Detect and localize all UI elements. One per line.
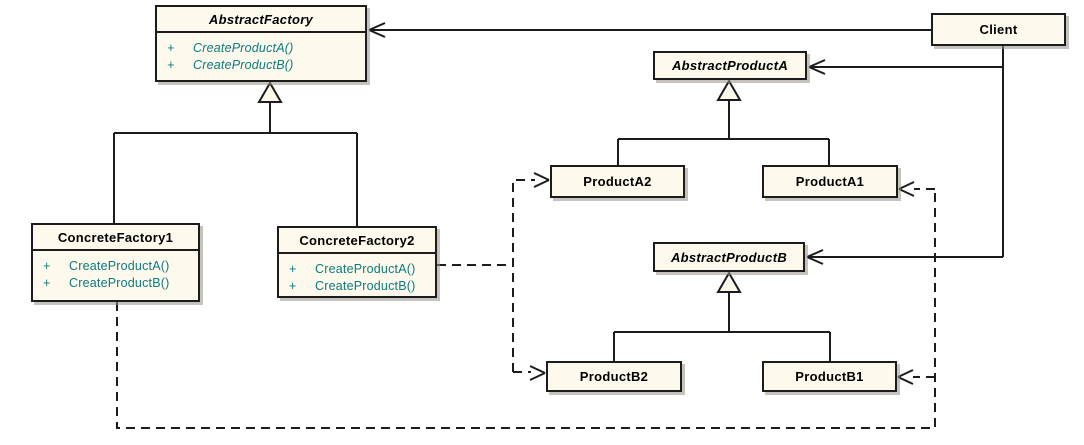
class-methods: + CreateProductA() + CreateProductB(): [33, 251, 198, 298]
class-productb1[interactable]: ProductB1: [762, 361, 897, 392]
visibility-public: +: [289, 279, 297, 293]
class-client[interactable]: Client: [931, 13, 1066, 46]
class-concretefactory2[interactable]: ConcreteFactory2 + CreateProductA() + Cr…: [277, 226, 437, 298]
class-methods: + CreateProductA() + CreateProductB(): [279, 254, 435, 301]
class-methods: + CreateProductA() + CreateProductB(): [157, 33, 365, 80]
generalization-triangle-icon: [716, 79, 742, 101]
visibility-public: +: [43, 259, 51, 273]
visibility-public: +: [43, 276, 51, 290]
method-signature: CreateProductA(): [315, 262, 416, 276]
method-signature: CreateProductA(): [69, 259, 170, 273]
class-title: AbstractFactory: [157, 7, 365, 33]
method-createproducta: + CreateProductA(): [43, 258, 192, 275]
method-createproductb: + CreateProductB(): [167, 57, 359, 74]
association-client-abstractfactory: [368, 22, 931, 38]
class-title: AbstractProductA: [671, 58, 789, 73]
method-signature: CreateProductB(): [69, 276, 170, 290]
class-abstractproducta[interactable]: AbstractProductA: [653, 51, 807, 80]
class-abstractproductb[interactable]: AbstractProductB: [653, 242, 805, 272]
method-signature: CreateProductB(): [193, 58, 294, 72]
method-createproducta: + CreateProductA(): [289, 261, 429, 278]
class-title: ConcreteFactory2: [279, 228, 435, 254]
class-title: ProductB1: [795, 369, 864, 384]
visibility-public: +: [167, 58, 175, 72]
association-client-abstractproducta: [808, 46, 1004, 257]
class-concretefactory1[interactable]: ConcreteFactory1 + CreateProductA() + Cr…: [31, 223, 200, 302]
visibility-public: +: [289, 262, 297, 276]
dependency-concretefactory2-products: [437, 172, 550, 381]
dependency-concretefactory1-products: [116, 181, 936, 429]
generalization-triangle-icon: [257, 81, 283, 103]
generalization-tree-abstractproductb: [613, 271, 831, 361]
method-createproductb: + CreateProductB(): [43, 275, 192, 292]
association-client-abstractproductb: [806, 249, 1003, 265]
method-signature: CreateProductB(): [315, 279, 416, 293]
class-abstractfactory[interactable]: AbstractFactory + CreateProductA() + Cre…: [155, 5, 367, 82]
generalization-tree-abstractproducta: [617, 79, 830, 165]
class-producta1[interactable]: ProductA1: [762, 165, 898, 198]
class-title: Client: [979, 22, 1018, 37]
class-title: ProductA1: [795, 174, 865, 189]
method-createproductb: + CreateProductB(): [289, 278, 429, 295]
class-title: AbstractProductB: [670, 249, 788, 265]
generalization-tree-abstractfactory: [113, 81, 358, 226]
generalization-triangle-icon: [716, 271, 742, 293]
class-producta2[interactable]: ProductA2: [550, 165, 685, 198]
method-createproducta: + CreateProductA(): [167, 40, 359, 57]
visibility-public: +: [167, 41, 175, 55]
class-title: ProductB2: [579, 369, 649, 384]
class-productb2[interactable]: ProductB2: [546, 361, 682, 392]
method-signature: CreateProductA(): [193, 41, 294, 55]
class-title: ProductA2: [583, 174, 652, 189]
class-title: ConcreteFactory1: [33, 225, 198, 251]
